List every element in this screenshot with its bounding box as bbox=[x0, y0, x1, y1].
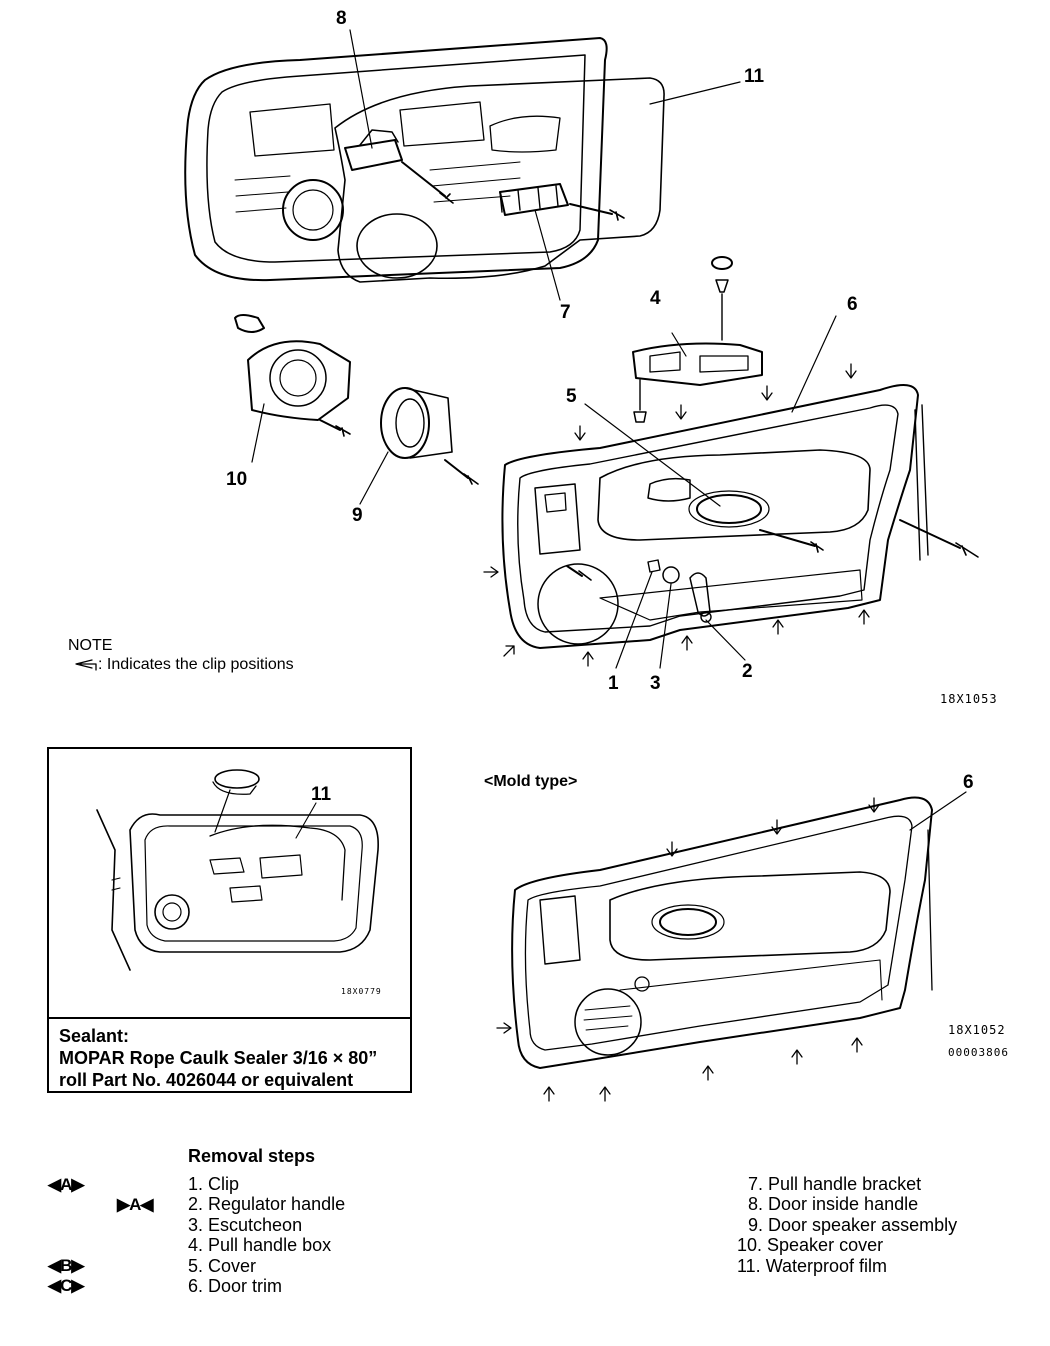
figure-code-inset: 18X0779 bbox=[341, 987, 382, 996]
leader-lines bbox=[251, 29, 837, 669]
step-4: 4. Pull handle box bbox=[188, 1235, 332, 1256]
callout-1: 1 bbox=[608, 673, 619, 694]
step-1: 1. Clip bbox=[188, 1174, 240, 1194]
clip-arrow-glyph bbox=[75, 659, 97, 671]
step-5: 5. Cover bbox=[188, 1255, 257, 1276]
step-9: 9. Door speaker assembly bbox=[748, 1214, 958, 1235]
sealant-inset: 11 18X0779 Sealant: MOPAR Rope Caulk Sea… bbox=[47, 747, 412, 1093]
callout-6: 6 bbox=[847, 294, 858, 315]
figure-doc-number: 00003806 bbox=[948, 1046, 1009, 1059]
sealant-product: MOPAR Rope Caulk Sealer 3/16 × 80” bbox=[59, 1048, 378, 1068]
door-inside-handle bbox=[344, 129, 454, 204]
mold-type-trim bbox=[511, 796, 933, 1069]
callout-11: 11 bbox=[744, 66, 765, 87]
service-point-badge-a-install: ▶A◀ bbox=[117, 1195, 153, 1214]
sealant-heading: Sealant: bbox=[59, 1026, 130, 1046]
door-trim bbox=[501, 384, 979, 649]
leader-line-mold-6 bbox=[909, 791, 967, 831]
callout-mold-6: 6 bbox=[963, 772, 974, 793]
callout-4: 4 bbox=[650, 288, 661, 309]
clip-and-regulator bbox=[647, 559, 712, 623]
inset-callout-11: 11 bbox=[311, 784, 332, 805]
callout-8: 8 bbox=[336, 8, 347, 29]
note-text: : Indicates the clip positions bbox=[98, 656, 294, 673]
pull-handle-box bbox=[632, 256, 763, 423]
removal-steps-right: 7. Pull handle bracket 8. Door inside ha… bbox=[737, 1174, 957, 1276]
step-11: 11. Waterproof film bbox=[737, 1255, 888, 1276]
door-inner-panel bbox=[184, 37, 608, 282]
sealant-caption: Sealant: MOPAR Rope Caulk Sealer 3/16 × … bbox=[49, 1017, 410, 1093]
step-6: 6. Door trim bbox=[188, 1276, 283, 1297]
removal-steps-left: 1. Clip 2. Regulator handle 3. Escutcheo… bbox=[188, 1174, 345, 1296]
note-title: NOTE bbox=[68, 637, 113, 654]
step-7: 7. Pull handle bracket bbox=[748, 1174, 922, 1194]
removal-steps-title: Removal steps bbox=[188, 1146, 316, 1166]
step-2: 2. Regulator handle bbox=[188, 1194, 346, 1215]
step-3: 3. Escutcheon bbox=[188, 1214, 303, 1235]
clip-arrows-mold bbox=[496, 797, 880, 1102]
waterproof-film bbox=[334, 77, 665, 283]
service-point-badge-b: ◀B▶ bbox=[48, 1256, 84, 1275]
service-point-badge-c: ◀C▶ bbox=[48, 1276, 84, 1295]
step-8: 8. Door inside handle bbox=[748, 1194, 919, 1215]
step-10: 10. Speaker cover bbox=[737, 1235, 884, 1256]
callout-2: 2 bbox=[742, 661, 753, 682]
callout-10: 10 bbox=[226, 469, 248, 490]
figure-code-main: 18X1053 bbox=[940, 692, 998, 706]
pull-handle-bracket bbox=[499, 183, 625, 221]
clip-arrows-main bbox=[483, 363, 870, 667]
callout-7: 7 bbox=[560, 302, 571, 323]
figure-code-mold: 18X1052 bbox=[948, 1023, 1006, 1037]
door-speaker-assembly bbox=[380, 387, 479, 485]
mold-type-label: <Mold type> bbox=[484, 773, 578, 790]
callout-3: 3 bbox=[650, 673, 661, 694]
sealant-part-number: roll Part No. 4026044 or equivalent bbox=[59, 1070, 354, 1090]
callout-9: 9 bbox=[352, 505, 363, 526]
speaker-cover bbox=[234, 314, 351, 437]
callout-5: 5 bbox=[566, 386, 577, 407]
inset-door-drawing bbox=[96, 769, 379, 971]
service-point-badge-a-removal: ◀A▶ bbox=[48, 1175, 84, 1194]
